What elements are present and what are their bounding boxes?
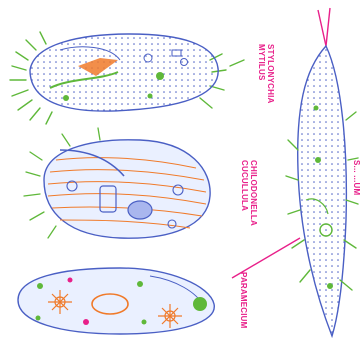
right-organism [286, 8, 358, 336]
label-stylonychia-line2: MYTILUS [257, 44, 266, 104]
chilodonella-organism [24, 128, 210, 238]
label-paramecium: PARAMECIUM [239, 272, 248, 329]
label-chilodonella: CHILODONELLA CUCULLULA [240, 160, 258, 226]
label-paramecium-line1: PARAMECIUM [239, 272, 248, 329]
label-right-organism-line1: S... ...UM [352, 160, 361, 195]
label-chilodonella-line1: CHILODONELLA [249, 160, 258, 226]
label-right-organism: S... ...UM [352, 160, 361, 195]
stylonychia-organism [10, 32, 244, 124]
paramecium-organism [18, 268, 214, 334]
label-stylonychia-line1: STYLONYCHIA [266, 44, 275, 104]
label-chilodonella-line2: CUCULLULA [240, 160, 249, 226]
label-stylonychia: STYLONYCHIA MYTILUS [257, 44, 275, 104]
